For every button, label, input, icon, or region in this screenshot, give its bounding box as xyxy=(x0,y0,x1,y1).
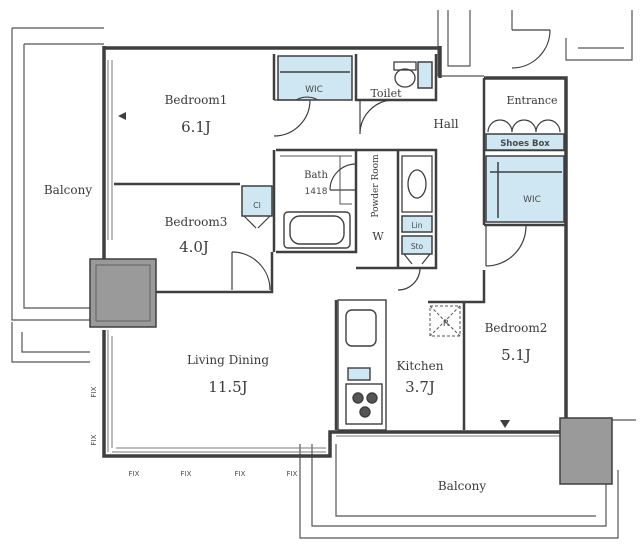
columns xyxy=(89,258,613,485)
room-labels: Bedroom1 6.1J Bedroom3 4.0J Living Dinin… xyxy=(44,87,558,493)
label-living: Living Dining xyxy=(187,353,269,367)
storage-cabinet xyxy=(401,235,433,255)
exterior-walls xyxy=(102,46,568,458)
door-toilet xyxy=(359,99,395,135)
label-linen: Lin xyxy=(411,221,422,230)
fix-south-3: FIX xyxy=(235,470,246,478)
closet-bedroom3 xyxy=(241,185,273,217)
area-bedroom3: 4.0J xyxy=(179,238,209,256)
door-linen xyxy=(403,253,431,265)
fridge-space xyxy=(429,305,461,337)
label-powder-room: Powder Room xyxy=(371,154,381,218)
window-strips xyxy=(107,60,562,453)
interior-walls xyxy=(114,54,566,430)
bathtub xyxy=(283,211,351,249)
door-shoebox-2 xyxy=(511,119,537,133)
stove xyxy=(345,383,383,425)
door-bath xyxy=(329,163,357,191)
kitchen-counter xyxy=(337,299,387,431)
label-shoe-box: Shoes Box xyxy=(500,139,550,149)
area-bedroom2: 5.1J xyxy=(501,346,531,364)
storage-areas xyxy=(241,55,565,255)
label-bedroom3: Bedroom3 xyxy=(165,215,228,229)
balcony-south-frame xyxy=(299,419,636,539)
label-kitchen: Kitchen xyxy=(397,359,444,373)
hanging-rods xyxy=(280,71,562,218)
area-living: 11.5J xyxy=(208,378,247,396)
fix-south-4: FIX xyxy=(287,470,298,478)
fix-labels: FIX FIX FIX FIX FIX FIX xyxy=(90,386,298,478)
fix-west-1: FIX xyxy=(90,386,98,397)
wic-top xyxy=(277,55,353,101)
label-bath: Bath xyxy=(304,170,328,181)
door-closet-cl xyxy=(243,215,271,229)
label-entrance: Entrance xyxy=(506,94,557,107)
wic-right xyxy=(485,155,565,223)
label-fridge: R xyxy=(443,319,449,329)
linen-cabinet xyxy=(401,215,433,233)
fix-west-2: FIX xyxy=(90,434,98,445)
label-bath-size: 1418 xyxy=(305,187,328,197)
label-bedroom2: Bedroom2 xyxy=(485,321,548,335)
label-wic-right: WIC xyxy=(523,195,541,205)
balcony-west-frame xyxy=(11,27,104,363)
bath-lines xyxy=(280,155,352,205)
door-entrance xyxy=(511,29,551,69)
label-hall: Hall xyxy=(433,117,458,131)
fix-south-2: FIX xyxy=(181,470,192,478)
label-wic-top: WIC xyxy=(305,85,323,95)
label-washer: W xyxy=(372,230,384,243)
door-wic-top xyxy=(295,96,319,101)
doors xyxy=(231,29,561,291)
label-balcony-west: Balcony xyxy=(44,183,92,197)
door-shoebox-1 xyxy=(487,119,513,133)
toilet-fixture xyxy=(393,61,417,88)
door-shoebox-3 xyxy=(535,119,561,133)
door-bedroom1 xyxy=(273,99,311,137)
fix-south-1: FIX xyxy=(129,470,140,478)
door-bedroom2 xyxy=(485,225,527,267)
area-bedroom1: 6.1J xyxy=(181,118,211,136)
door-powder xyxy=(397,267,421,291)
label-closet: Cl xyxy=(253,201,261,210)
window-markers xyxy=(118,112,510,428)
label-balcony-south: Balcony xyxy=(438,479,486,493)
column-southeast xyxy=(559,417,613,485)
column-west xyxy=(89,258,157,328)
kitchen-sink xyxy=(345,309,377,347)
label-storage: Sto xyxy=(411,242,424,251)
washbasin xyxy=(401,155,433,213)
label-bedroom1: Bedroom1 xyxy=(165,93,228,107)
storage-labels: WIC WIC Shoes Box Cl Lin Sto W R xyxy=(253,85,550,329)
toilet-cabinet xyxy=(417,61,433,89)
balcony-top-right-frame xyxy=(437,10,633,77)
shoe-box xyxy=(485,133,565,151)
door-bedroom3 xyxy=(231,251,271,291)
area-kitchen: 3.7J xyxy=(405,378,435,396)
label-toilet: Toilet xyxy=(370,87,402,100)
